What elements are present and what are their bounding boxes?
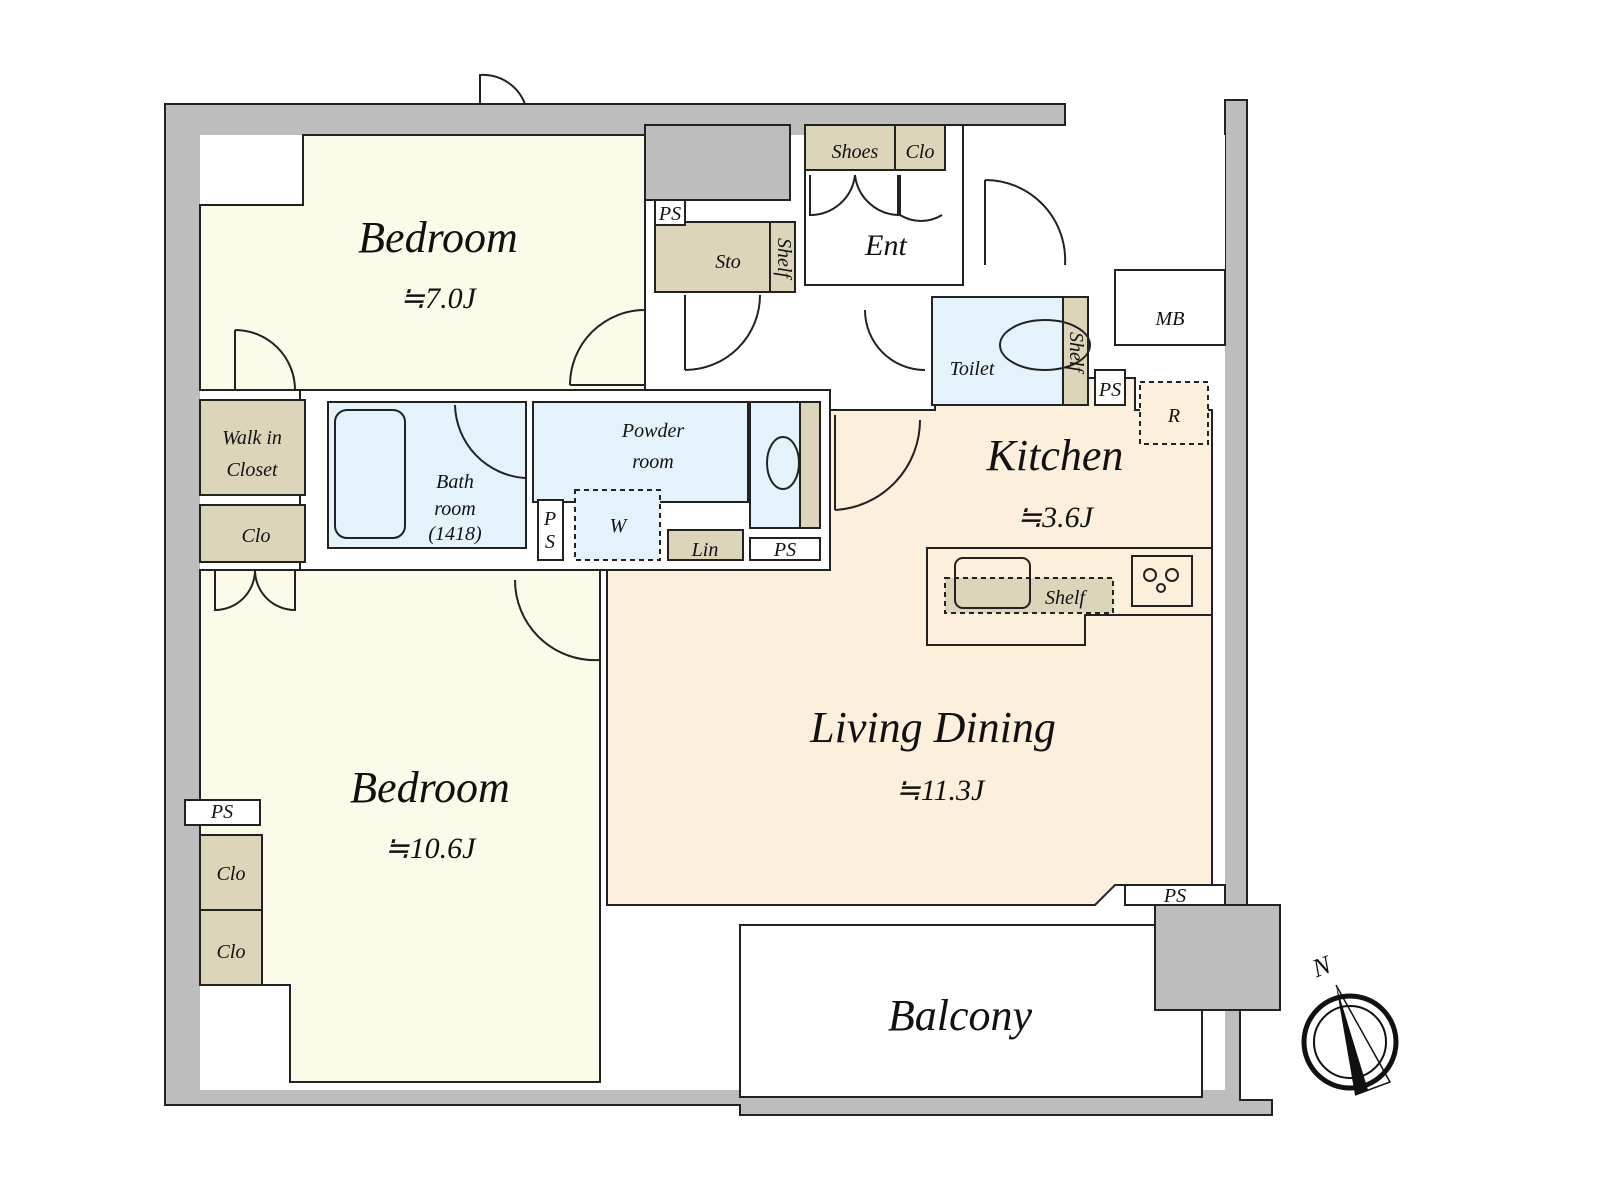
kitchen-sink-icon [954,557,1031,609]
ps-label: PS [658,203,681,225]
meter-box [1114,269,1226,346]
powder-room [532,401,749,503]
closet [199,909,263,986]
closet-label: Clo [242,525,271,547]
entrance-label: Ent [864,229,907,262]
refrigerator-space [1139,381,1209,445]
closet-label: Clo [217,863,246,885]
compass-north-label: N [1307,949,1336,983]
closet-label: Clo [906,141,935,163]
stove-icon [1131,555,1193,607]
ps-box [184,799,261,826]
compass-icon: N [1301,949,1399,1096]
vanity-shelf [799,401,821,529]
bedroom-2-area: ≒10.6J [385,832,478,865]
closet [199,504,306,563]
toilet-icon [999,319,1091,371]
living-area: ≒11.3J [896,774,986,807]
refrigerator-label: R [1167,405,1180,427]
ps-box [1094,369,1126,406]
washer-space [574,489,661,561]
bathroom-label: Bath [436,471,474,493]
sink-icon [766,436,800,490]
living-label: Living Dining [809,703,1056,752]
powder-room-label: Powder [621,420,684,442]
wall-block [1154,904,1281,1011]
bathtub [334,409,406,539]
linen-label: Lin [691,539,719,561]
kitchen-area: ≒3.6J [1017,501,1095,534]
shelf-label: Shelf [1045,587,1087,609]
storage [654,221,771,293]
wall-block [644,124,791,201]
shoes-label: Shoes [832,141,879,163]
ps-box [654,199,686,226]
ps-label: PS [773,539,796,561]
bedroom-1-area: ≒7.0J [400,282,478,315]
ps-box [749,537,821,561]
walk-in-closet [199,399,306,496]
door-swings [214,73,1067,662]
bathroom-size: (1418) [428,523,482,545]
closet [199,834,263,911]
closet-label: Clo [217,941,246,963]
balcony-label: Balcony [888,991,1033,1040]
ps-label: PS [1098,379,1121,401]
ps-label: P [543,508,556,530]
ps-label: PS [210,801,233,823]
ps-label: PS [1163,885,1186,907]
storage-shelf [769,221,796,293]
walk-in-closet-label: Walk in [222,427,282,449]
walk-in-closet-label: Closet [226,459,278,481]
ps-box [537,499,564,561]
shelf-label: Shelf [773,238,795,280]
living-dining [606,377,1213,906]
bedroom-2-label: Bedroom [350,763,510,812]
entry-closet [894,124,946,171]
shelf-label: Shelf [1065,332,1087,374]
ps-label: S [545,531,555,553]
mb-label: MB [1155,308,1185,330]
kitchen-label: Kitchen [986,431,1124,480]
balcony [739,924,1203,1098]
storage-label: Sto [715,251,741,273]
bathroom-label: room [434,498,475,520]
toilet-label: Toilet [950,358,995,380]
linen-closet [667,529,744,561]
powder-room-label: room [632,451,673,473]
bedroom-1-label: Bedroom [358,213,518,262]
bathroom [327,401,527,549]
washer-label: W [610,515,629,537]
